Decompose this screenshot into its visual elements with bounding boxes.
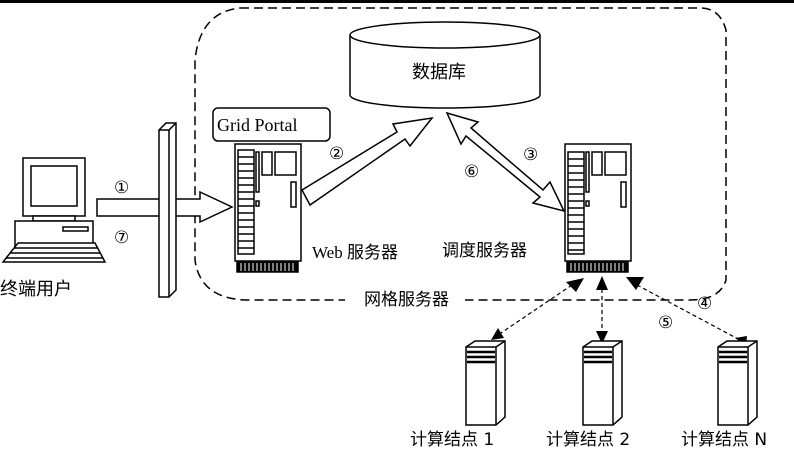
- scheduler-vents: [570, 263, 624, 271]
- firewall-wall-icon: [158, 122, 177, 298]
- web-server-label: Web 服务器: [312, 243, 398, 262]
- step-5-marker: ⑤: [658, 313, 674, 333]
- database-label: 数据库: [412, 62, 466, 83]
- compute-node-2-icon: [582, 340, 623, 426]
- scheduler-label: 调度服务器: [442, 241, 527, 261]
- scheduler-tower-icon: [564, 143, 632, 273]
- compute-node-1-icon: [465, 340, 506, 426]
- compute-node-1-label: 计算结点 1: [410, 430, 495, 450]
- compute-node-2-label: 计算结点 2: [546, 430, 631, 450]
- desktop-computer-icon: [1, 157, 107, 263]
- db-scheduler-double-arrow: [445, 111, 566, 213]
- end-user-label: 终端用户: [0, 279, 72, 300]
- step-4-marker: ④: [697, 294, 713, 314]
- grid-server-boundary-label: 网格服务器: [364, 290, 449, 310]
- web-server-vents: [240, 263, 294, 271]
- step-3-marker: ③: [523, 145, 539, 165]
- step-2-marker: ②: [329, 144, 345, 164]
- web-server-tower-icon: [234, 143, 302, 273]
- grid-portal-badge: Grid Portal: [217, 115, 298, 135]
- scheduler-node-links: [497, 282, 741, 341]
- web-to-db-arrow: [301, 116, 434, 207]
- compute-node-n-icon: [717, 340, 758, 426]
- top-border-bar: [0, 0, 794, 3]
- grid-server-boundary: [194, 7, 727, 301]
- step-1-marker: ①: [114, 178, 130, 198]
- arrowheads: [491, 276, 747, 346]
- step-7-marker: ⑦: [114, 228, 130, 248]
- grid-portal-badge-box: [212, 107, 331, 142]
- step-6-marker: ⑥: [464, 162, 480, 182]
- compute-node-n-label: 计算结点 N: [681, 430, 768, 450]
- boundary-label-mask: [345, 290, 465, 310]
- database-cylinder-icon: [349, 21, 541, 109]
